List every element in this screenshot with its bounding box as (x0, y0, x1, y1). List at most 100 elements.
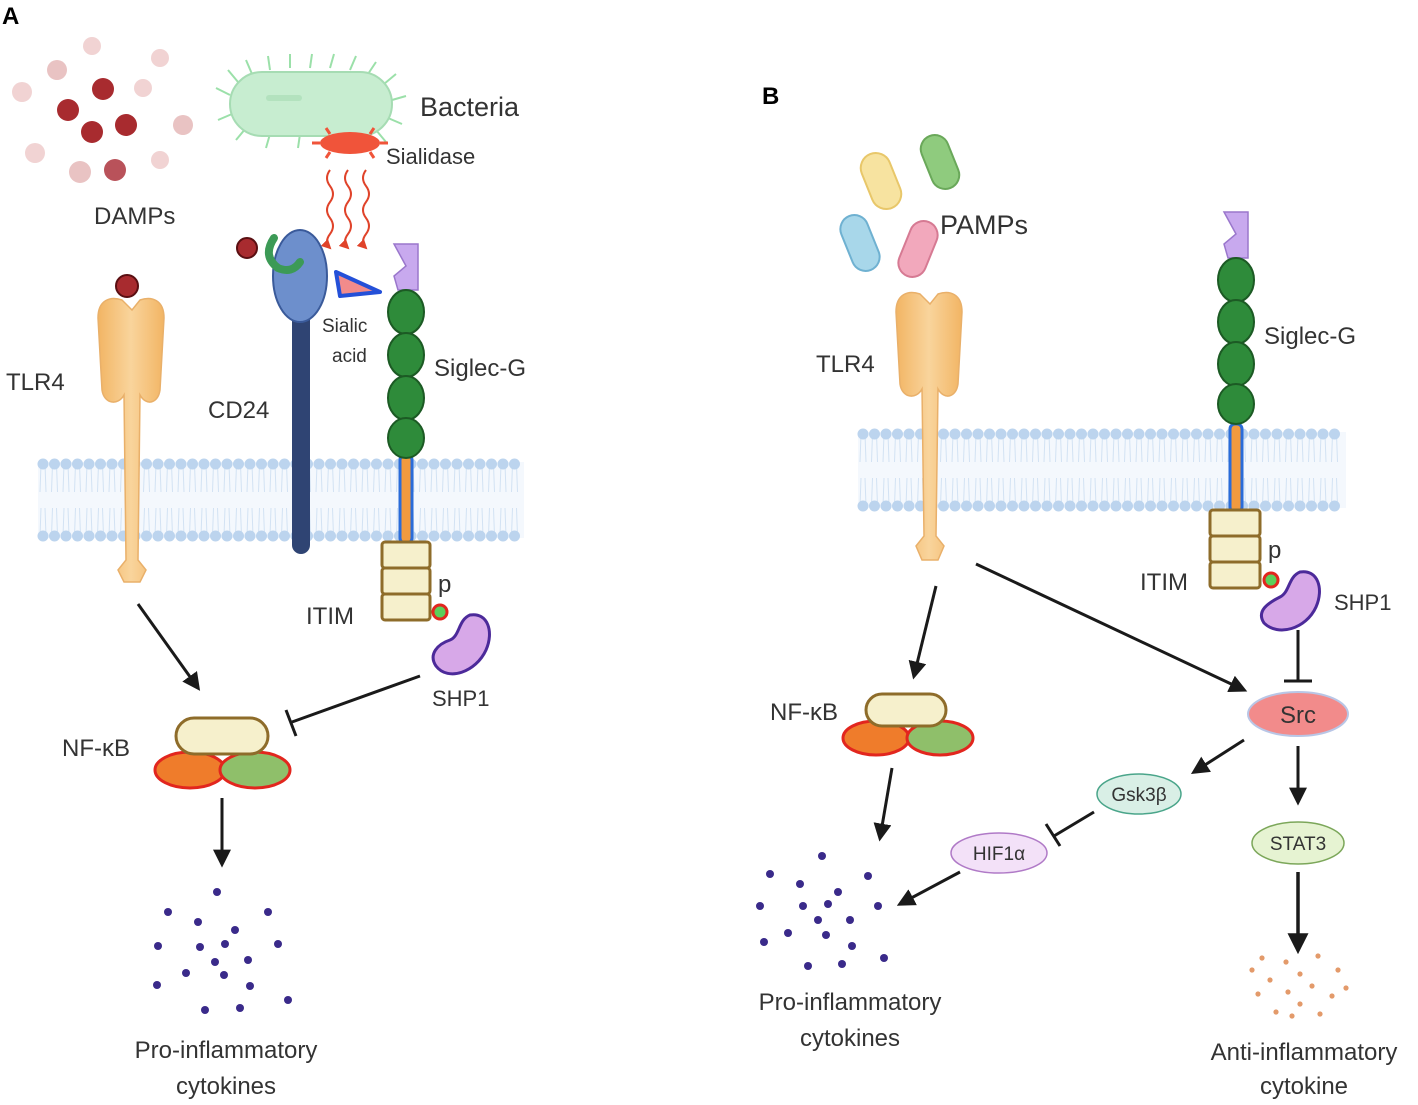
lipid-head (463, 458, 474, 470)
shp1-label-b: SHP1 (1334, 590, 1391, 615)
lipid-head (451, 458, 463, 470)
arrow-src-to-gsk3b (1190, 738, 1245, 774)
anti-inflammatory-cytokine (1249, 953, 1349, 1019)
lipid-head (267, 530, 279, 542)
lipid-head (1030, 428, 1041, 440)
arrow-tlr4-to-nfkb-a (136, 603, 201, 691)
sialic-acid-label-2: acid (332, 346, 367, 367)
lipid-head (1191, 428, 1202, 440)
lipid-head (1214, 428, 1225, 440)
tlr4-receptor-b (895, 291, 963, 561)
membrane-a (37, 458, 524, 542)
lipid-head (106, 458, 118, 470)
lipid-head (474, 458, 486, 470)
lipid-head (37, 458, 49, 470)
lipid-head (428, 458, 440, 470)
lipid-head (1041, 428, 1053, 440)
inhibition-bar-a (284, 709, 298, 737)
lipid-head (325, 458, 336, 470)
lipid-head (1018, 500, 1030, 512)
arrow-tlr4-to-src (975, 562, 1248, 693)
lipid-head (1030, 500, 1041, 512)
lipid-head (72, 530, 83, 542)
stat3-node (1251, 821, 1345, 865)
lipid-head (1294, 500, 1306, 512)
lipid-head (892, 428, 903, 440)
lipid-head (1018, 428, 1030, 440)
arrow-hif1a-to-cytokines (896, 870, 961, 906)
lipid-head (175, 530, 187, 542)
lipid-head (428, 530, 440, 542)
damp-ligand-bound (115, 274, 139, 298)
lipid-head (371, 530, 382, 542)
lipid-head (984, 500, 995, 512)
lipid-head (497, 530, 509, 542)
lipid-head (1007, 428, 1018, 440)
lipid-head (1271, 428, 1283, 440)
lipid-head (1283, 428, 1294, 440)
lipid-head (1329, 428, 1340, 440)
lipid-head (49, 458, 60, 470)
lipid-head (1168, 500, 1179, 512)
panel-a-letter: A (2, 3, 19, 30)
lipid-head (49, 530, 60, 542)
lipid-head (348, 530, 359, 542)
pro-cytokines-label-b-2: cytokines (800, 1025, 900, 1052)
lipid-head (1110, 428, 1122, 440)
pro-inflammatory-cytokines-a (153, 888, 292, 1014)
lipid-head (440, 530, 451, 542)
lipid-head (256, 530, 267, 542)
lipid-head (164, 530, 175, 542)
lipid-head (233, 458, 244, 470)
lipid-head (210, 530, 221, 542)
lipid-head (417, 530, 428, 542)
arrow-nfkb-to-cytokines-b (873, 767, 894, 842)
lipid-head (1156, 500, 1168, 512)
lipid-head (325, 530, 336, 542)
lipid-head (440, 458, 451, 470)
lipid-head (1076, 428, 1087, 440)
lipid-head (233, 530, 244, 542)
lipid-head (221, 458, 233, 470)
lipid-head (1064, 500, 1076, 512)
nfkb-complex-a (153, 716, 292, 790)
nfkb-label-a: NF-κB (62, 735, 130, 762)
lipid-head (1145, 428, 1156, 440)
lipid-head (279, 458, 290, 470)
lipid-head (187, 530, 198, 542)
lipid-head (256, 458, 267, 470)
itim-label-a: ITIM (306, 603, 354, 630)
lipid-head (244, 458, 256, 470)
lipid-head (336, 458, 348, 470)
lipid-head (83, 530, 95, 542)
damps-particles (12, 37, 193, 183)
lipid-head (474, 530, 486, 542)
lipid-head (938, 500, 949, 512)
hif1a-node (950, 832, 1048, 874)
lipid-head (949, 428, 961, 440)
lipid-head (336, 530, 348, 542)
lipid-head (1064, 428, 1076, 440)
lipid-head (1202, 500, 1214, 512)
lipid-head (1260, 500, 1271, 512)
lipid-head (486, 530, 497, 542)
lipid-head (938, 428, 949, 440)
lipid-head (1156, 428, 1168, 440)
lipid-head (313, 458, 325, 470)
sialidase-icon (312, 127, 388, 159)
inhibition-shp1-to-nfkb-a (291, 674, 421, 724)
siglec-g-label-a: Siglec-G (434, 355, 526, 382)
lipid-head (857, 428, 869, 440)
lipid-head (1099, 428, 1110, 440)
lipid-head (1110, 500, 1122, 512)
lipid-head (949, 500, 961, 512)
pro-cytokines-label-a-2: cytokines (176, 1073, 276, 1100)
cd24-receptor (236, 229, 328, 554)
lipid-head (72, 458, 83, 470)
tlr4-label-a: TLR4 (6, 369, 65, 396)
hif1a-label: HIF1α (973, 844, 1025, 865)
pamps-particles (839, 134, 961, 278)
lipid-head (313, 530, 325, 542)
panel-a: A DAMPs (2, 3, 526, 1100)
